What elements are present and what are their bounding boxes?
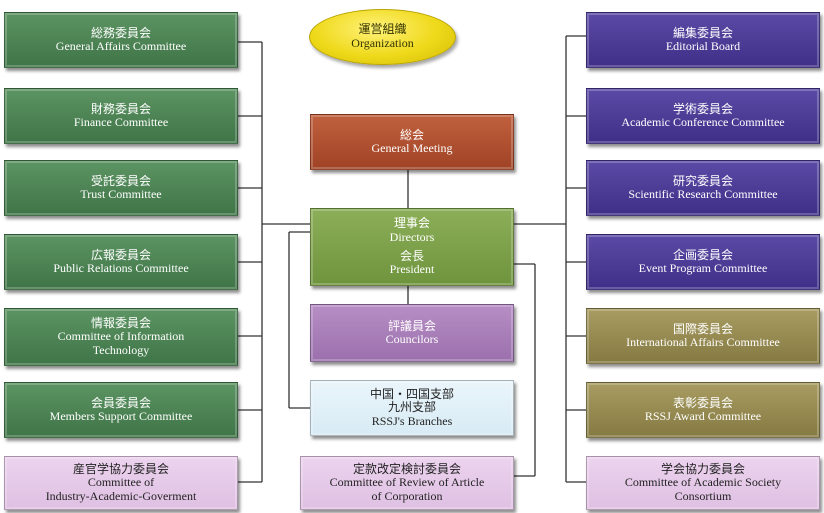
committee-label-en: Public Relations Committee bbox=[53, 261, 189, 275]
committee-label-en: Academic Conference Committee bbox=[621, 115, 785, 129]
committee-label-ja: 表彰委員会 bbox=[672, 395, 733, 410]
review-label-en-line2: of Corporation bbox=[371, 488, 443, 503]
review-label-ja: 定款改定検討委員会 bbox=[352, 461, 461, 476]
members-support-committee-box: 会員委員会 Members Support Committee bbox=[4, 382, 238, 438]
directors-president-box: 理事会 Directors 会長 President bbox=[310, 208, 514, 286]
committee-label-en: RSSJ Award Committee bbox=[644, 409, 762, 423]
councilors-label-ja: 評議員会 bbox=[387, 318, 436, 333]
general-affairs-committee-box: 総務委員会 General Affairs Committee bbox=[4, 12, 238, 68]
committee-label-ja: 国際委員会 bbox=[672, 321, 733, 336]
committee-label-ja: 受託委員会 bbox=[90, 173, 151, 188]
committee-label-en: Trust Committee bbox=[80, 187, 162, 201]
committee-label-ja: 研究委員会 bbox=[672, 173, 733, 188]
councilors-label-en: Councilors bbox=[385, 332, 439, 346]
organization-ellipse: 運営組織 Organization bbox=[309, 9, 456, 65]
committee-label-en-line1: Committee of Academic Society bbox=[624, 475, 782, 490]
committee-label-en: Finance Committee bbox=[73, 115, 169, 129]
committee-label-en-line1: Committee of Information bbox=[57, 329, 185, 344]
branches-box: 中国・四国支部 九州支部 RSSJ's Branches bbox=[310, 380, 514, 436]
committee-label-ja: 広報委員会 bbox=[90, 247, 151, 262]
review-label-en-line1: Committee of Review of Article bbox=[329, 475, 485, 490]
president-label-ja: 会長 bbox=[399, 249, 424, 263]
branch-chugoku-shikoku-label: 中国・四国支部 bbox=[369, 386, 454, 401]
committee-label-ja: 学会協力委員会 bbox=[660, 461, 745, 476]
committee-label-ja: 会員委員会 bbox=[90, 395, 151, 410]
general-meeting-box: 総会 General Meeting bbox=[310, 114, 514, 170]
directors-label-en: Directors bbox=[389, 229, 435, 244]
committee-label-en-line1: Committee of bbox=[87, 475, 155, 490]
committee-label-en: Scientific Research Committee bbox=[628, 187, 778, 201]
committee-label-en: General Affairs Committee bbox=[55, 39, 187, 53]
committee-label-ja: 情報委員会 bbox=[90, 315, 151, 330]
councilors-box: 評議員会 Councilors bbox=[310, 304, 514, 362]
public-relations-committee-box: 広報委員会 Public Relations Committee bbox=[4, 234, 238, 290]
international-affairs-committee-box: 国際委員会 International Affairs Committee bbox=[586, 308, 820, 364]
committee-label-en: Members Support Committee bbox=[49, 409, 193, 423]
organization-label-en: Organization bbox=[351, 36, 414, 50]
scientific-research-committee-box: 研究委員会 Scientific Research Committee bbox=[586, 160, 820, 216]
president-label-en: President bbox=[389, 262, 435, 277]
review-of-article-committee-box: 定款改定検討委員会 Committee of Review of Article… bbox=[300, 456, 514, 510]
industry-academic-government-committee-box: 産官学協力委員会 Committee of Industry-Academic-… bbox=[4, 456, 238, 510]
directors-label-ja: 理事会 bbox=[393, 216, 430, 231]
committee-label-en: Event Program Committee bbox=[638, 261, 768, 275]
committee-label-ja: 産官学協力委員会 bbox=[72, 461, 169, 476]
committee-label-ja: 財務委員会 bbox=[90, 101, 151, 116]
general-meeting-label-ja: 総会 bbox=[399, 127, 424, 142]
finance-committee-box: 財務委員会 Finance Committee bbox=[4, 88, 238, 144]
committee-label-en-line2: Consortium bbox=[674, 488, 732, 503]
general-meeting-label-en: General Meeting bbox=[371, 141, 453, 155]
committee-label-en-line2: Industry-Academic-Goverment bbox=[45, 488, 197, 503]
award-committee-box: 表彰委員会 RSSJ Award Committee bbox=[586, 382, 820, 438]
committee-label-ja: 学術委員会 bbox=[672, 101, 733, 116]
academic-society-consortium-committee-box: 学会協力委員会 Committee of Academic Society Co… bbox=[586, 456, 820, 510]
branches-label-en: RSSJ's Branches bbox=[371, 413, 453, 428]
branch-kyushu-label: 九州支部 bbox=[387, 400, 436, 415]
committee-label-en-line2: Technology bbox=[92, 342, 150, 357]
committee-label-ja: 総務委員会 bbox=[90, 25, 151, 40]
committee-label-en: Editorial Board bbox=[665, 39, 741, 53]
committee-label-en: International Affairs Committee bbox=[626, 335, 780, 349]
committee-label-ja: 編集委員会 bbox=[672, 25, 733, 40]
committee-label-ja: 企画委員会 bbox=[672, 247, 733, 262]
trust-committee-box: 受託委員会 Trust Committee bbox=[4, 160, 238, 216]
information-technology-committee-box: 情報委員会 Committee of Information Technolog… bbox=[4, 308, 238, 366]
event-program-committee-box: 企画委員会 Event Program Committee bbox=[586, 234, 820, 290]
academic-conference-committee-box: 学術委員会 Academic Conference Committee bbox=[586, 88, 820, 144]
editorial-board-box: 編集委員会 Editorial Board bbox=[586, 12, 820, 68]
organization-label-ja: 運営組織 bbox=[358, 22, 407, 37]
